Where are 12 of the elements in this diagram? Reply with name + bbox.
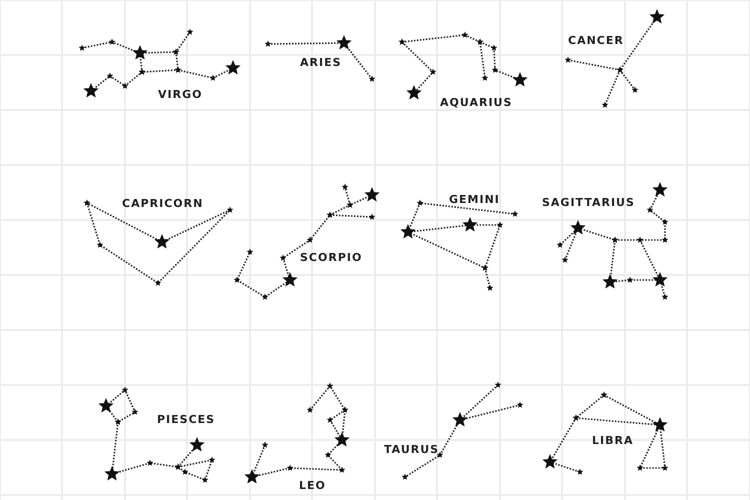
- constellation-name: GEMINI: [449, 193, 500, 206]
- constellation-name: LEO: [299, 479, 326, 492]
- constellation-name: CAPRICORN: [122, 197, 204, 210]
- constellation-name: TAURUS: [384, 443, 440, 456]
- constellation-name: SAGITTARIUS: [542, 196, 635, 209]
- constellation-name: SCORPIO: [300, 251, 362, 264]
- constellation-name: CANCER: [568, 34, 624, 47]
- constellation-name: AQUARIUS: [440, 96, 512, 109]
- constellation-name: PIESCES: [157, 413, 216, 426]
- constellation-name: ARIES: [300, 56, 342, 69]
- constellation-name: VIRGO: [158, 88, 202, 101]
- constellation-name: LIBRA: [592, 434, 634, 447]
